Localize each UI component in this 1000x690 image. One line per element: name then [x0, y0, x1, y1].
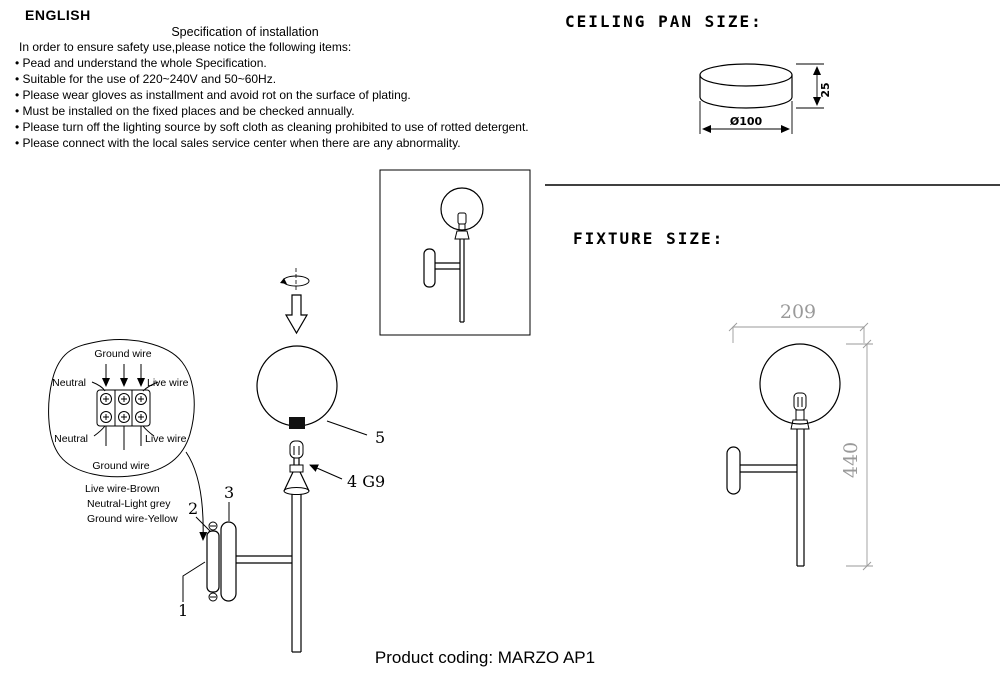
fixture-size-title: FIXTURE SIZE:	[573, 229, 725, 248]
ground-wire-bottom-label: Ground wire	[92, 460, 149, 472]
ground-wire-top-label: Ground wire	[94, 348, 151, 360]
fixture-height-label: 440	[840, 442, 862, 478]
live-wire-top-label: Live wire	[147, 377, 189, 389]
spec-item: • Must be installed on the fixed places …	[15, 104, 355, 118]
spec-item: • Please wear gloves as installment and …	[15, 88, 411, 102]
language-heading: ENGLISH	[25, 7, 91, 23]
neutral-top-label: Neutral	[52, 377, 86, 389]
inset-overview-drawing	[379, 169, 531, 336]
part-label-1: 1	[178, 601, 188, 620]
part-label-4-g9: 4 G9	[347, 472, 385, 491]
ceiling-pan-height-label: 25	[819, 82, 832, 97]
fixture-width-label: 209	[780, 301, 816, 323]
spec-item: • Please connect with the local sales se…	[15, 136, 461, 150]
wall-arm-assembly: 3 2 1	[178, 471, 310, 653]
globe-part: 5	[256, 345, 385, 447]
neutral-bottom-label: Neutral	[54, 433, 88, 445]
ceiling-pan-diameter-label: Ø100	[730, 115, 763, 128]
ceiling-pan-drawing: 25 Ø100	[699, 63, 832, 134]
fixture-wall-plate	[726, 446, 741, 495]
fixture-globe	[759, 343, 841, 425]
legend-neutral-wire: Neutral-Light grey	[87, 498, 171, 510]
part-label-3: 3	[224, 483, 234, 502]
legend-live-wire: Live wire-Brown	[85, 483, 160, 495]
spec-intro: In order to ensure safety use,please not…	[19, 40, 352, 54]
live-wire-bottom-label: Live wire	[145, 433, 187, 445]
product-coding: Product coding: MARZO AP1	[374, 648, 596, 667]
insert-down-arrow-icon	[284, 294, 309, 335]
fixture-drawing: 209 440	[726, 301, 873, 571]
g9-bulb-part: 4 G9	[289, 440, 385, 491]
rotation-arrow-icon	[280, 268, 310, 292]
spec-item: • Please turn off the lighting source by…	[15, 120, 529, 134]
part-label-2: 2	[188, 499, 198, 518]
spec-title: Specification of installation	[171, 25, 319, 39]
legend-ground-wire: Ground wire-Yellow	[87, 513, 178, 525]
spec-item: • Pead and understand the whole Specific…	[15, 56, 267, 70]
wiring-diagram: Ground wire Neutral Live wire Neutral Li…	[48, 339, 208, 541]
part-label-5: 5	[375, 428, 385, 447]
spec-item: • Suitable for the use of 220~240V and 5…	[15, 72, 277, 86]
ceiling-pan-size-title: CEILING PAN SIZE:	[565, 12, 763, 31]
spec-list: In order to ensure safety use,please not…	[15, 39, 575, 151]
